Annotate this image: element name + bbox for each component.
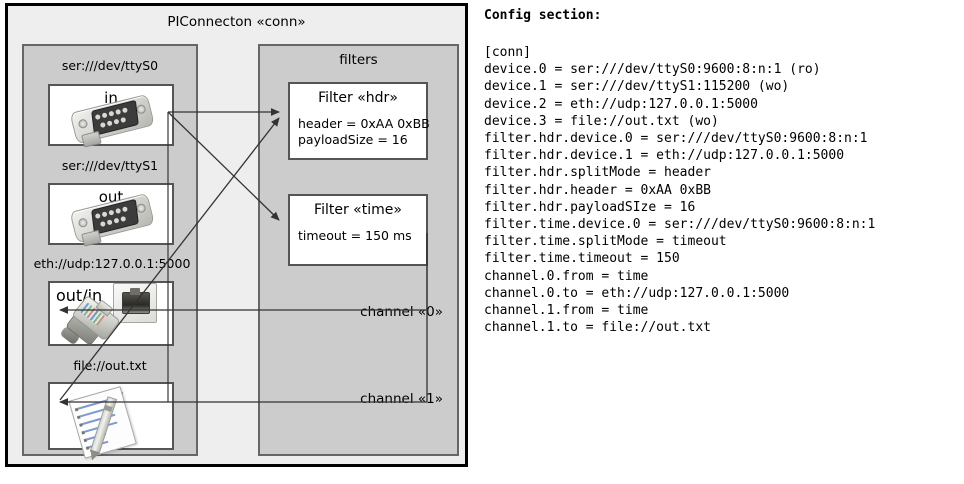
config-text: [conn] device.0 = ser:///dev/ttyS0:9600:… bbox=[484, 45, 876, 336]
filters-panel-title: filters bbox=[339, 52, 378, 68]
device-caption-out-serial: out bbox=[98, 188, 124, 206]
filter-box-time[interactable]: Filter «time» timeout = 150 ms bbox=[288, 194, 428, 266]
device-card-ttyS0[interactable]: in bbox=[48, 84, 174, 148]
devices-panel: ser:///dev/ttyS0 in ser:///dev/ttyS1 bbox=[22, 44, 198, 462]
device-caption-in: in bbox=[104, 89, 118, 107]
filter-time-properties: timeout = 150 ms bbox=[298, 228, 412, 243]
filter-time-title: Filter «time» bbox=[314, 202, 402, 218]
connection-diagram: PIConnecton «conn» ser:///dev/ttyS0 in bbox=[0, 0, 478, 484]
device-label-file: file://out.txt bbox=[73, 358, 147, 373]
device-label-ttyS0: ser:///dev/ttyS0 bbox=[61, 58, 159, 73]
device-card-eth[interactable]: out/in bbox=[48, 281, 174, 346]
outer-component-title: PIConnecton «conn» bbox=[167, 14, 306, 30]
device-card-file[interactable]: out bbox=[48, 382, 174, 462]
channel-0-label: channel «0» bbox=[360, 304, 443, 320]
filter-hdr-title: Filter «hdr» bbox=[318, 90, 398, 106]
filter-hdr-properties: header = 0xAA 0xBB payloadSize = 16 bbox=[298, 116, 430, 147]
device-card-ttyS1[interactable]: out bbox=[48, 183, 174, 247]
device-caption-out-in: out/in bbox=[56, 286, 103, 305]
device-label-eth: eth://udp:127.0.0.1:5000 bbox=[33, 256, 191, 271]
filters-panel: filters Filter «hdr» header = 0xAA 0xBB … bbox=[258, 44, 459, 456]
filter-box-hdr[interactable]: Filter «hdr» header = 0xAA 0xBB payloadS… bbox=[288, 82, 430, 160]
channel-1-label: channel «1» bbox=[360, 391, 443, 407]
outer-component-frame: PIConnecton «conn» ser:///dev/ttyS0 in bbox=[5, 3, 468, 467]
config-heading: Config section: bbox=[484, 8, 602, 23]
device-caption-out-file: out bbox=[98, 387, 124, 405]
config-section: Config section: [conn] device.0 = ser://… bbox=[478, 0, 964, 484]
device-label-ttyS1: ser:///dev/ttyS1 bbox=[61, 158, 159, 173]
